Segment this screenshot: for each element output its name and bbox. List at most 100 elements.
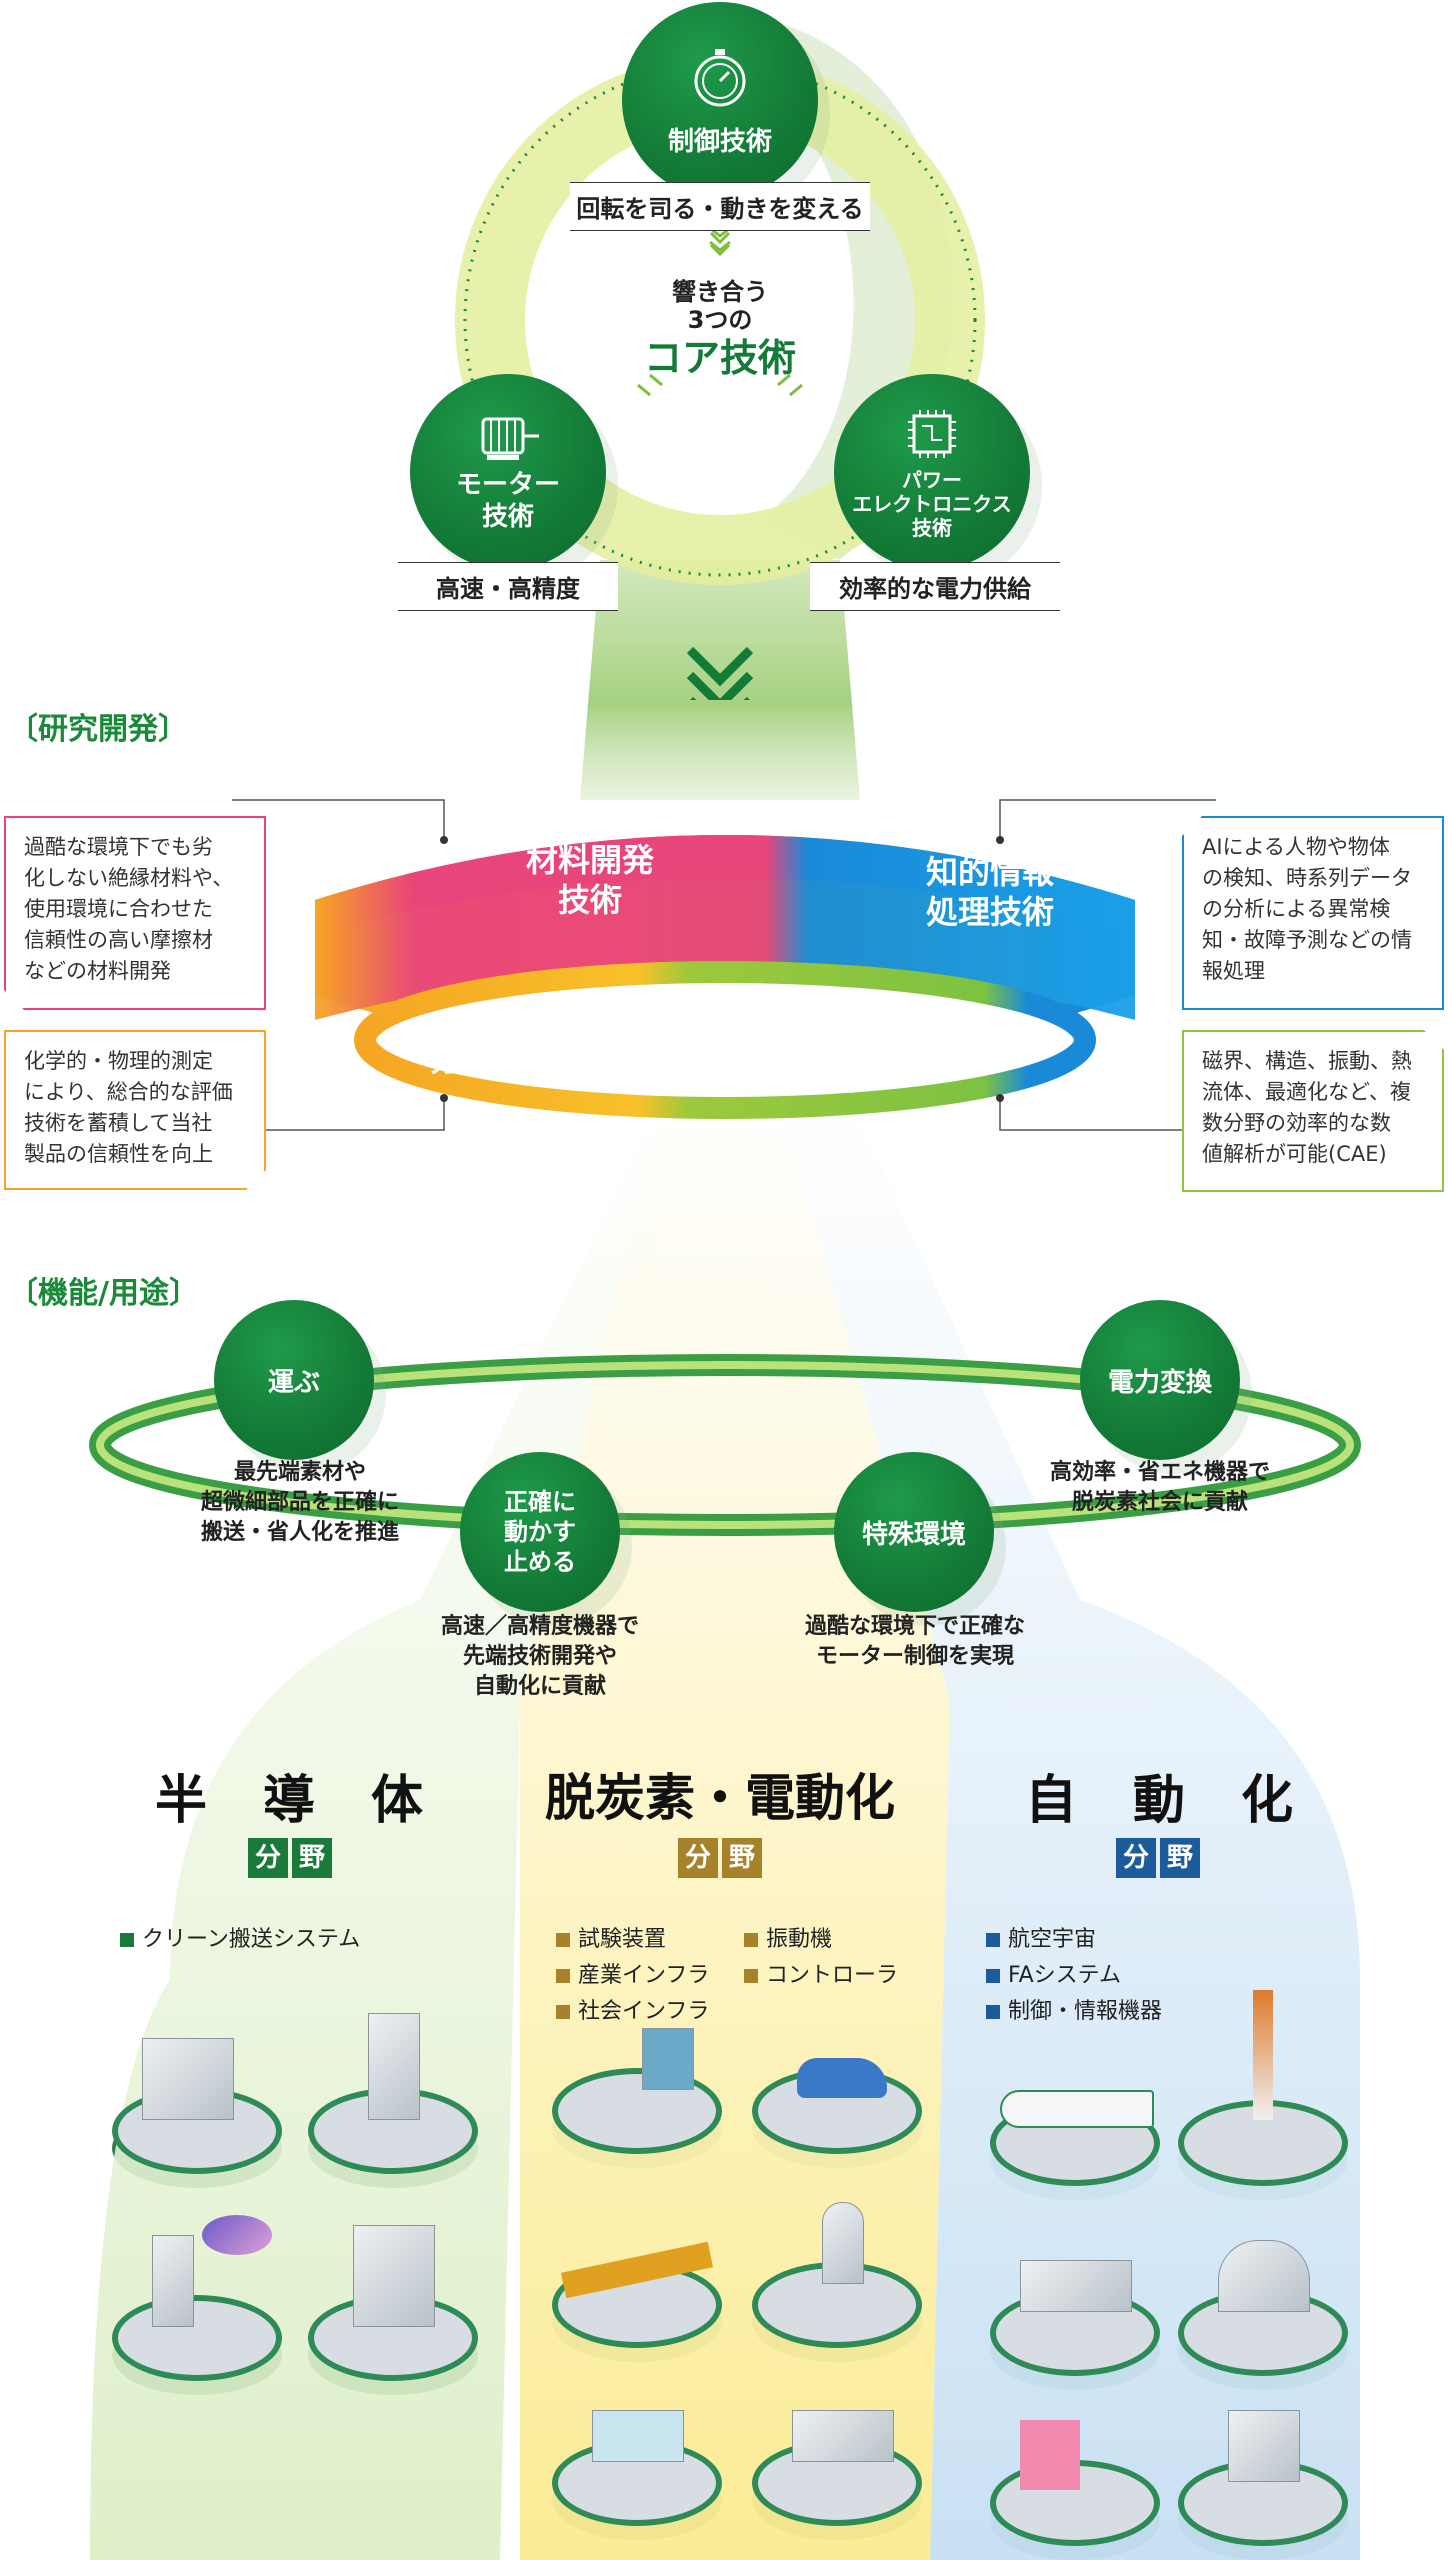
function-ring bbox=[89, 1354, 1361, 1536]
special-env-title: 特殊環境 bbox=[861, 1519, 966, 1550]
semiconductor-items: クリーン搬送システム bbox=[120, 1922, 360, 1958]
info-processing-note: AIによる人物や物体 の検知、時系列データ の分析による異常検 知・故障予測など… bbox=[1182, 816, 1444, 1010]
decarbon-field-title: 脱炭素・電動化 bbox=[545, 1769, 895, 1827]
motor-tech-title-2: 技術 bbox=[481, 502, 534, 532]
motor-tech-title-1: モーター bbox=[455, 470, 560, 500]
functions-label-text: 機能/用途 bbox=[38, 1276, 169, 1311]
power-tech-title-1: パワー bbox=[902, 468, 962, 492]
list-item: クリーン搬送システム bbox=[120, 1922, 360, 1958]
info-processing-line2: 処理技術 bbox=[925, 893, 1054, 931]
ev-test-illustration bbox=[752, 2058, 922, 2168]
precise-title-3: 止める bbox=[504, 1548, 576, 1576]
note-line: 信頼性の高い摩擦材 bbox=[24, 928, 213, 952]
photo-booth-illustration bbox=[990, 2420, 1160, 2560]
automation-items: 航空宇宙 FAシステム 制御・情報機器 bbox=[986, 1922, 1162, 2030]
list-item: 試験装置 bbox=[556, 1922, 709, 1958]
control-tech-circle: 制御技術 bbox=[622, 2, 818, 198]
greenhouse-illustration bbox=[552, 2410, 722, 2540]
info-processing-label: 知的情報 処理技術 bbox=[890, 852, 1090, 932]
rocket-illustration bbox=[1178, 1990, 1348, 2200]
desc-line: 超微細部品を正確に bbox=[200, 1490, 399, 1515]
special-env-desc: 過酷な環境下で正確な モーター制御を実現 bbox=[760, 1612, 1070, 1672]
note-line: 報処理 bbox=[1202, 959, 1265, 983]
list-item: 産業インフラ bbox=[556, 1958, 709, 1994]
semiconductor-field-badge: 分野 bbox=[240, 1838, 340, 1878]
precise-motion-desc: 高速／高精度機器で 先端技術開発や 自動化に貢献 bbox=[390, 1612, 690, 1702]
note-line: などの材料開発 bbox=[24, 959, 171, 983]
print-booth-icon bbox=[1020, 2420, 1080, 2490]
wafer-robot-illustration bbox=[112, 2215, 282, 2395]
list-item: 航空宇宙 bbox=[986, 1922, 1162, 1958]
functions-section-label: 〔機能/用途〕 bbox=[8, 1276, 199, 1311]
desc-line: 搬送・省人化を推進 bbox=[200, 1520, 399, 1545]
measurement-label: 計測・ 分析技術 bbox=[390, 1005, 590, 1081]
desc-line: 先端技術開発や bbox=[462, 1644, 617, 1669]
list-item: 社会インフラ bbox=[556, 1994, 709, 2030]
note-line: 化学的・物理的測定 bbox=[24, 1049, 213, 1073]
desc-line: 自動化に貢献 bbox=[473, 1674, 606, 1699]
numeric-analysis-line2: 技術 bbox=[800, 1063, 860, 1098]
numeric-analysis-note: 磁界、構造、振動、熱 流体、最適化など、複 数分野の効率的な数 値解析が可能(C… bbox=[1182, 1030, 1444, 1192]
water-treatment-illustration bbox=[552, 2028, 722, 2168]
badge-char: 野 bbox=[292, 1838, 332, 1878]
list-item: 振動機 bbox=[744, 1922, 898, 1958]
bullet-train-illustration bbox=[990, 2090, 1160, 2200]
decarbon-items-right: 振動機 コントローラ bbox=[744, 1922, 898, 1994]
train-icon bbox=[1000, 2090, 1154, 2128]
list-item: 制御・情報機器 bbox=[986, 1994, 1162, 2030]
note-line: 磁界、構造、振動、熱 bbox=[1202, 1049, 1412, 1073]
material-dev-note: 過酷な環境下でも劣 化しない絶縁材料や、 使用環境に合わせた 信頼性の高い摩擦材… bbox=[4, 816, 266, 1010]
note-connectors bbox=[232, 799, 1216, 1131]
note-line: 値解析が可能(CAE) bbox=[1202, 1142, 1387, 1166]
chip-icon bbox=[908, 410, 956, 458]
stopwatch-gear-icon bbox=[694, 48, 746, 106]
rnd-ring bbox=[315, 835, 1135, 1119]
desc-line: 脱炭素社会に貢献 bbox=[1071, 1490, 1248, 1515]
measurement-line2: 分析技術 bbox=[430, 1044, 550, 1079]
desc-line: 高効率・省エネ機器で bbox=[1049, 1460, 1270, 1485]
control-tech-title: 制御技術 bbox=[667, 126, 772, 157]
machine-illustration bbox=[1178, 2240, 1348, 2390]
motor-tech-tagline: 高速・高精度 bbox=[398, 562, 618, 611]
power-tech-tagline: 効率的な電力供給 bbox=[810, 562, 1060, 611]
numeric-analysis-line1: 数値解析 bbox=[770, 1025, 890, 1060]
car-icon bbox=[797, 2058, 887, 2098]
precise-motion-circle: 正確に 動かす 止める bbox=[460, 1452, 620, 1612]
badge-char: 分 bbox=[1116, 1838, 1156, 1878]
info-processing-line1: 知的情報 bbox=[925, 853, 1054, 891]
power-tech-title-2: エレクトロニクス bbox=[852, 492, 1012, 516]
core-center-title: コア技術 bbox=[643, 336, 796, 380]
note-line: 知・故障予測などの情 bbox=[1202, 928, 1412, 952]
transfer-robot-illustration bbox=[308, 2013, 478, 2188]
clean-room-illustration bbox=[112, 2038, 282, 2188]
power-electronics-circle: パワー エレクトロニクス 技術 bbox=[834, 374, 1030, 570]
material-dev-line1: 材料開発 bbox=[525, 841, 654, 879]
automation-field-badge: 分野 bbox=[1108, 1838, 1208, 1878]
wafer-icon bbox=[202, 2215, 272, 2255]
list-item: コントローラ bbox=[744, 1958, 898, 1994]
motor-icon bbox=[481, 417, 539, 460]
decarbon-field-badge: 分野 bbox=[670, 1838, 770, 1878]
badge-char: 野 bbox=[1160, 1838, 1200, 1878]
note-line: の検知、時系列データ bbox=[1202, 866, 1412, 890]
desc-line: 最先端素材や bbox=[233, 1460, 366, 1485]
lng-plant-illustration bbox=[752, 2202, 922, 2362]
core-center-line2: 3つの bbox=[687, 306, 753, 334]
core-center-label: 響き合う 3つの コア技術 bbox=[620, 278, 820, 382]
note-line: により、総合的な評価 bbox=[24, 1080, 233, 1104]
factory-robot-illustration bbox=[990, 2260, 1160, 2390]
precise-title-2: 動かす bbox=[504, 1518, 576, 1546]
note-line: AIによる人物や物体 bbox=[1202, 835, 1390, 859]
control-tech-tagline: 回転を司る・動きを変える bbox=[570, 182, 870, 231]
note-line: 数分野の効率的な数 bbox=[1202, 1111, 1391, 1135]
rnd-section-label: 〔研究開発〕 bbox=[8, 712, 188, 747]
desc-line: モーター制御を実現 bbox=[815, 1644, 1014, 1669]
numeric-analysis-label: 数値解析 技術 bbox=[730, 1024, 930, 1100]
rnd-label-text: 研究開発 bbox=[38, 712, 158, 747]
badge-char: 分 bbox=[248, 1838, 288, 1878]
badge-char: 野 bbox=[722, 1838, 762, 1878]
list-item: FAシステム bbox=[986, 1958, 1162, 1994]
decarbon-items-left: 試験装置 産業インフラ 社会インフラ bbox=[556, 1922, 709, 2030]
note-line: 製品の信頼性を向上 bbox=[24, 1142, 213, 1166]
carry-circle: 運ぶ bbox=[214, 1300, 374, 1460]
